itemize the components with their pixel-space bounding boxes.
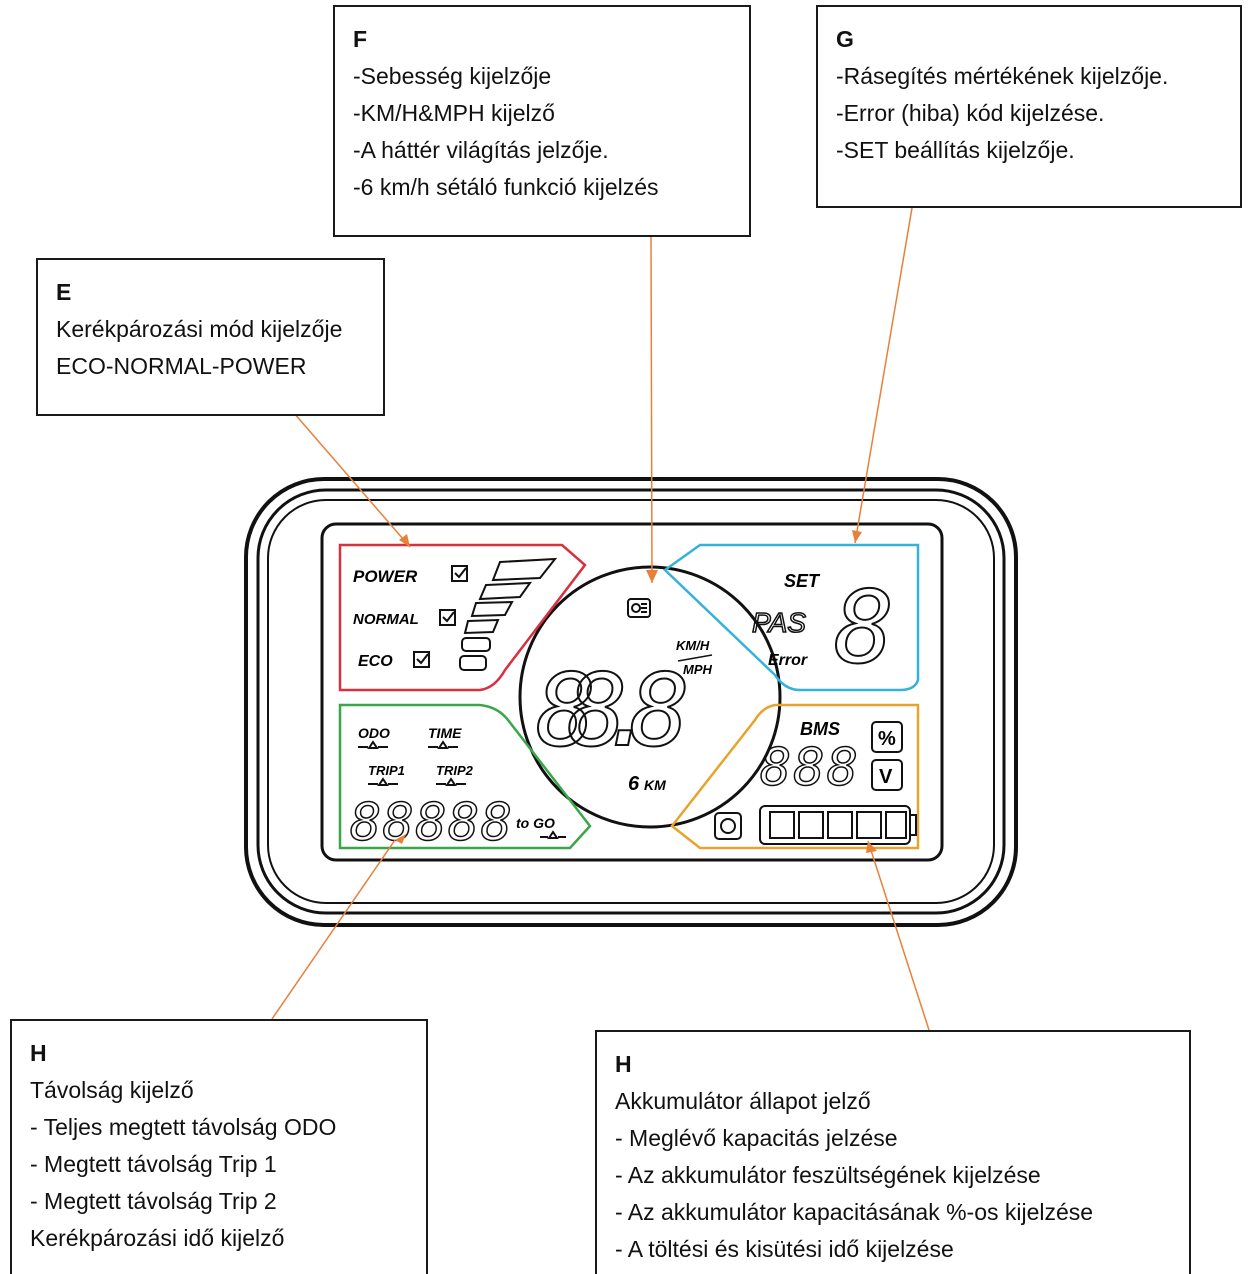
mode-zone	[338, 543, 587, 692]
charge-cycle-icon	[714, 812, 742, 840]
trip1-label: TRIP1	[368, 763, 405, 778]
set-label: SET	[784, 571, 821, 591]
callout-line: - A töltési és kisütési idő kijelzése	[615, 1236, 954, 1262]
walk-speed-value: 6	[628, 773, 640, 795]
callout-line: - Az akkumulátor kapacitásának %-os kije…	[615, 1199, 1094, 1225]
callout-line: - Meglévő kapacitás jelzése	[615, 1125, 898, 1151]
percent-box	[871, 721, 903, 753]
bms-label: BMS	[800, 719, 840, 739]
callout-line: -KM/H&MPH kijelző	[353, 100, 555, 126]
odo-label: ODO	[358, 725, 390, 741]
unit-divider	[677, 654, 713, 662]
callout-line: -A háttér világítás jelzője.	[353, 137, 609, 163]
callout-title: E	[56, 279, 72, 305]
mode-label-eco: ECO	[358, 653, 393, 670]
to-go-label: to GO	[516, 815, 555, 831]
pas-label: PAS	[752, 607, 806, 638]
callout-line: -SET beállítás kijelzője.	[836, 137, 1075, 163]
assist-zone	[663, 543, 920, 692]
distance-zone	[338, 703, 592, 850]
callout-title: H	[30, 1040, 47, 1066]
callout-line: Kerékpározási idő kijelző	[30, 1225, 285, 1251]
leader-arrowheads	[395, 530, 877, 853]
callout-speed: F -Sebesség kijelzője -KM/H&MPH kijelző …	[333, 5, 751, 237]
assist-level-bars	[459, 557, 558, 671]
assist-level-digit: 8	[834, 569, 894, 686]
screen-frame	[320, 522, 944, 862]
bezel-middle	[256, 488, 1006, 915]
callout-line: - Teljes megtett távolság ODO	[30, 1114, 337, 1140]
speed-unit-mph: MPH	[683, 662, 713, 677]
battery-icon	[759, 805, 917, 845]
bezel-inner	[267, 499, 995, 904]
callout-line: -6 km/h sétáló funkció kijelzés	[353, 174, 659, 200]
mode-label-power: POWER	[353, 567, 418, 586]
callout-line: Távolság kijelző	[30, 1077, 194, 1103]
callout-line: Kerékpározási mód kijelzője	[56, 316, 343, 342]
callout-line: - Az akkumulátor feszültségének kijelzés…	[615, 1162, 1041, 1188]
battery-zone	[670, 703, 920, 850]
percent-label: %	[878, 728, 896, 750]
callout-title: H	[615, 1051, 632, 1077]
callout-title: G	[836, 26, 854, 52]
callout-title: F	[353, 26, 368, 52]
callout-line: Akkumulátor állapot jelző	[615, 1088, 871, 1114]
callout-line: -Rásegítés mértékének kijelzője.	[836, 63, 1169, 89]
distance-digits: 88888	[350, 793, 512, 853]
callout-line: ECO-NORMAL-POWER	[56, 353, 307, 379]
volt-label: V	[879, 766, 893, 788]
callout-distance: H Távolság kijelző - Teljes megtett távo…	[10, 1019, 428, 1274]
volt-box	[871, 759, 903, 791]
speed-digits: 88.8	[536, 652, 690, 769]
callout-line: -Error (hiba) kód kijelzése.	[836, 100, 1105, 126]
trip2-label: TRIP2	[436, 763, 474, 778]
bezel-outer	[244, 477, 1018, 927]
backlight-icon	[627, 598, 651, 618]
callout-battery: H Akkumulátor állapot jelző - Meglévő ka…	[595, 1030, 1191, 1274]
speed-circle	[518, 565, 782, 829]
walk-speed-unit: KM	[644, 777, 666, 793]
mode-label-normal: NORMAL	[353, 611, 419, 628]
callout-mode: E Kerékpározási mód kijelzője ECO-NORMAL…	[36, 258, 385, 416]
check-icon	[451, 565, 468, 582]
callout-assist: G -Rásegítés mértékének kijelzője. -Erro…	[816, 5, 1242, 208]
leader-lines	[271, 207, 930, 1031]
check-icon	[413, 651, 430, 668]
error-label: Error	[768, 652, 808, 669]
callout-line: - Megtett távolság Trip 2	[30, 1188, 277, 1214]
bms-digits: 888	[760, 738, 858, 798]
check-icon	[439, 609, 456, 626]
speed-unit-kmh: KM/H	[676, 638, 710, 653]
selector-markers	[358, 740, 566, 839]
time-label: TIME	[428, 725, 462, 741]
callout-line: - Megtett távolság Trip 1	[30, 1151, 277, 1177]
callout-line: -Sebesség kijelzője	[353, 63, 552, 89]
